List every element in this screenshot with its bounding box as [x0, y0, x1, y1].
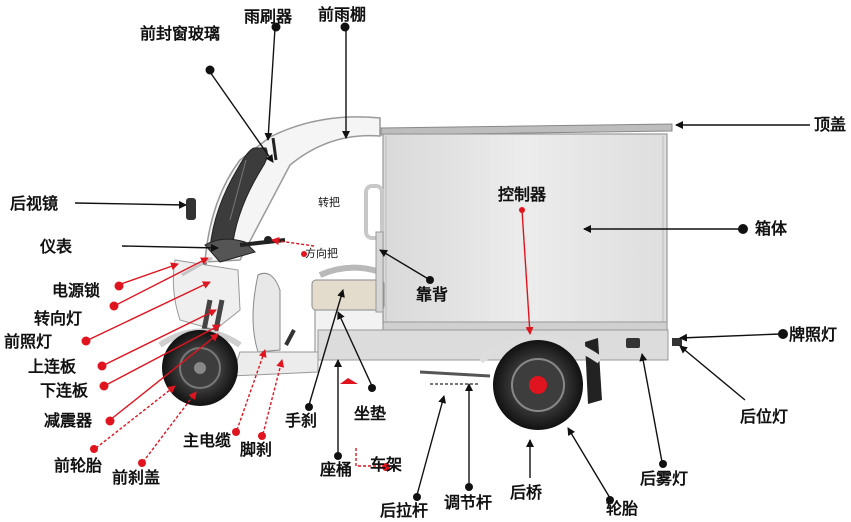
label-seat-bucket: 座桶 — [320, 460, 353, 479]
label-license-light: 牌照灯 — [789, 325, 838, 344]
label-lower-panel: 下连板 — [40, 381, 89, 400]
label-hand-brake: 手刹 — [285, 411, 318, 430]
label-shock-absorber: 减震器 — [44, 411, 93, 430]
label-rear-fog-light: 后雾灯 — [640, 469, 689, 488]
label-rear-pull-rod: 后拉杆 — [380, 501, 429, 520]
rear-wheel — [477, 335, 603, 430]
label-controller: 控制器 — [498, 185, 547, 204]
label-front-brake-cover: 前刹盖 — [112, 468, 161, 487]
front-body — [158, 256, 242, 351]
label-top-cover: 顶盖 — [814, 115, 847, 134]
label-power-lock: 电源锁 — [52, 281, 101, 300]
leader-lines — [74, 27, 810, 499]
label-main-cable: 主电缆 — [183, 431, 232, 450]
front-wheel — [162, 330, 238, 406]
label-wiper: 雨刷器 — [244, 7, 293, 26]
label-cargo-box: 箱体 — [755, 219, 788, 238]
label-dashboard: 仪表 — [40, 237, 73, 256]
seat-frame — [231, 184, 682, 404]
label-rear-mirror: 后视镜 — [10, 194, 59, 213]
label-front-tire: 前轮胎 — [54, 456, 103, 475]
label-tire: 轮胎 — [606, 499, 639, 518]
label-rear-axle: 后桥 — [510, 483, 543, 502]
label-headlight: 前照灯 — [4, 332, 53, 351]
label-frame: 车架 — [370, 455, 403, 474]
label-front-canopy: 前雨棚 — [318, 5, 367, 24]
label-front-windshield: 前封窗玻璃 — [140, 24, 221, 43]
label-seat-cushion: 坐垫 — [354, 404, 387, 423]
cab-canopy — [186, 116, 381, 331]
label-handlebar: 方向把 — [305, 247, 338, 260]
label-adjust-rod: 调节杆 — [444, 493, 493, 512]
label-backrest: 靠背 — [416, 285, 449, 304]
label-handle-grip: 转把 — [318, 196, 340, 209]
dot-markers — [81, 22, 788, 504]
label-foot-brake: 脚刹 — [240, 440, 273, 459]
label-upper-panel: 上连板 — [28, 357, 77, 376]
label-turn-signal: 转向灯 — [34, 309, 83, 328]
label-rear-position-light: 后位灯 — [740, 407, 789, 426]
